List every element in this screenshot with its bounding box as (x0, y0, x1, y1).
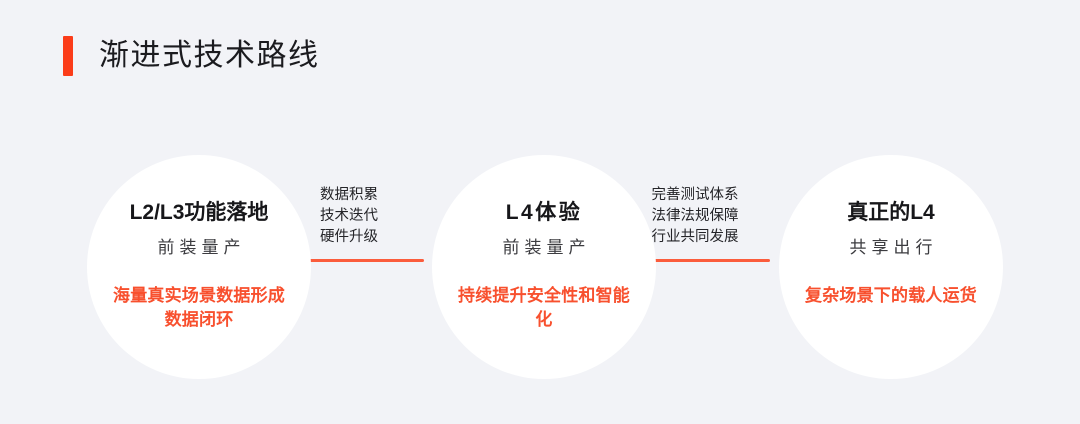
connector-1-text: 数据积累 技术迭代 硬件升级 (320, 185, 378, 248)
roadmap-stage-1: L2/L3功能落地 前装量产 海量真实场景数据形成数据闭环 (87, 155, 311, 379)
connector-1-line-3: 硬件升级 (320, 229, 378, 246)
connector-2-rule (620, 259, 770, 263)
connector-2-line-1: 完善测试体系 (651, 187, 739, 203)
stage-3-subtitle: 共享出行 (849, 238, 938, 258)
stage-3-title: 真正的L4 (847, 201, 935, 224)
connector-1-rule (274, 259, 424, 263)
roadmap-stage-3: 真正的L4 共享出行 复杂场景下的载人运货 (779, 155, 1003, 379)
stage-2-title: L4体验 (505, 201, 583, 224)
roadmap-connector-2: 完善测试体系 法律法规保障 行业共同发展 (620, 185, 770, 263)
roadmap-diagram: L2/L3功能落地 前装量产 海量真实场景数据形成数据闭环 数据积累 技术迭代 … (0, 155, 1080, 379)
stage-3-highlight: 复杂场景下的载人运货 (805, 286, 977, 306)
stage-2-highlight: 持续提升安全性和智能化 (458, 286, 630, 330)
page-header: 渐进式技术路线 (63, 36, 320, 76)
stage-1-title: L2/L3功能落地 (129, 201, 269, 224)
connector-2-line-3: 行业共同发展 (651, 229, 739, 246)
connector-1-line-1: 数据积累 (320, 187, 378, 203)
connector-2-text: 完善测试体系 法律法规保障 行业共同发展 (652, 185, 739, 248)
connector-2-line-2: 法律法规保障 (651, 208, 739, 225)
connector-1-line-2: 技术迭代 (320, 208, 378, 225)
stage-2-subtitle: 前装量产 (502, 238, 591, 258)
roadmap-stage-2: L4体验 前装量产 持续提升安全性和智能化 (432, 155, 656, 379)
stage-1-subtitle: 前装量产 (157, 238, 246, 258)
roadmap-connector-1: 数据积累 技术迭代 硬件升级 (274, 185, 424, 263)
accent-bar-icon (63, 36, 73, 76)
stage-1-highlight: 海量真实场景数据形成数据闭环 (113, 286, 285, 330)
page-title: 渐进式技术路线 (99, 39, 320, 72)
